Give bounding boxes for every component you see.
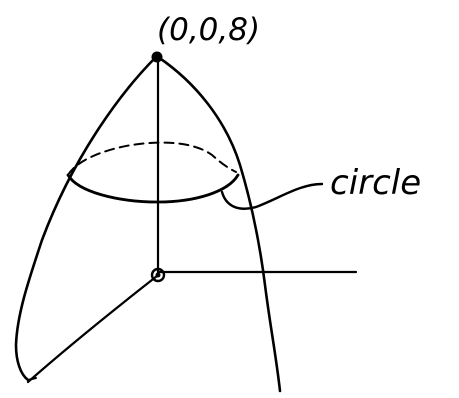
axes: [26, 56, 358, 384]
origin-point: [150, 267, 166, 283]
circle-label: circle: [330, 163, 421, 203]
circle-back-dashed: [67, 141, 237, 176]
paraboloid-right-curve: [156, 55, 282, 393]
apex-label: (0,0,8): [157, 12, 260, 48]
x-axis-tail: [27, 377, 37, 381]
circle-front-solid: [66, 173, 240, 204]
cross-section-circle: [66, 141, 240, 204]
x-axis: [26, 274, 159, 384]
circle-leader-line: [220, 182, 324, 210]
paraboloid-left-curve: [14, 55, 158, 382]
